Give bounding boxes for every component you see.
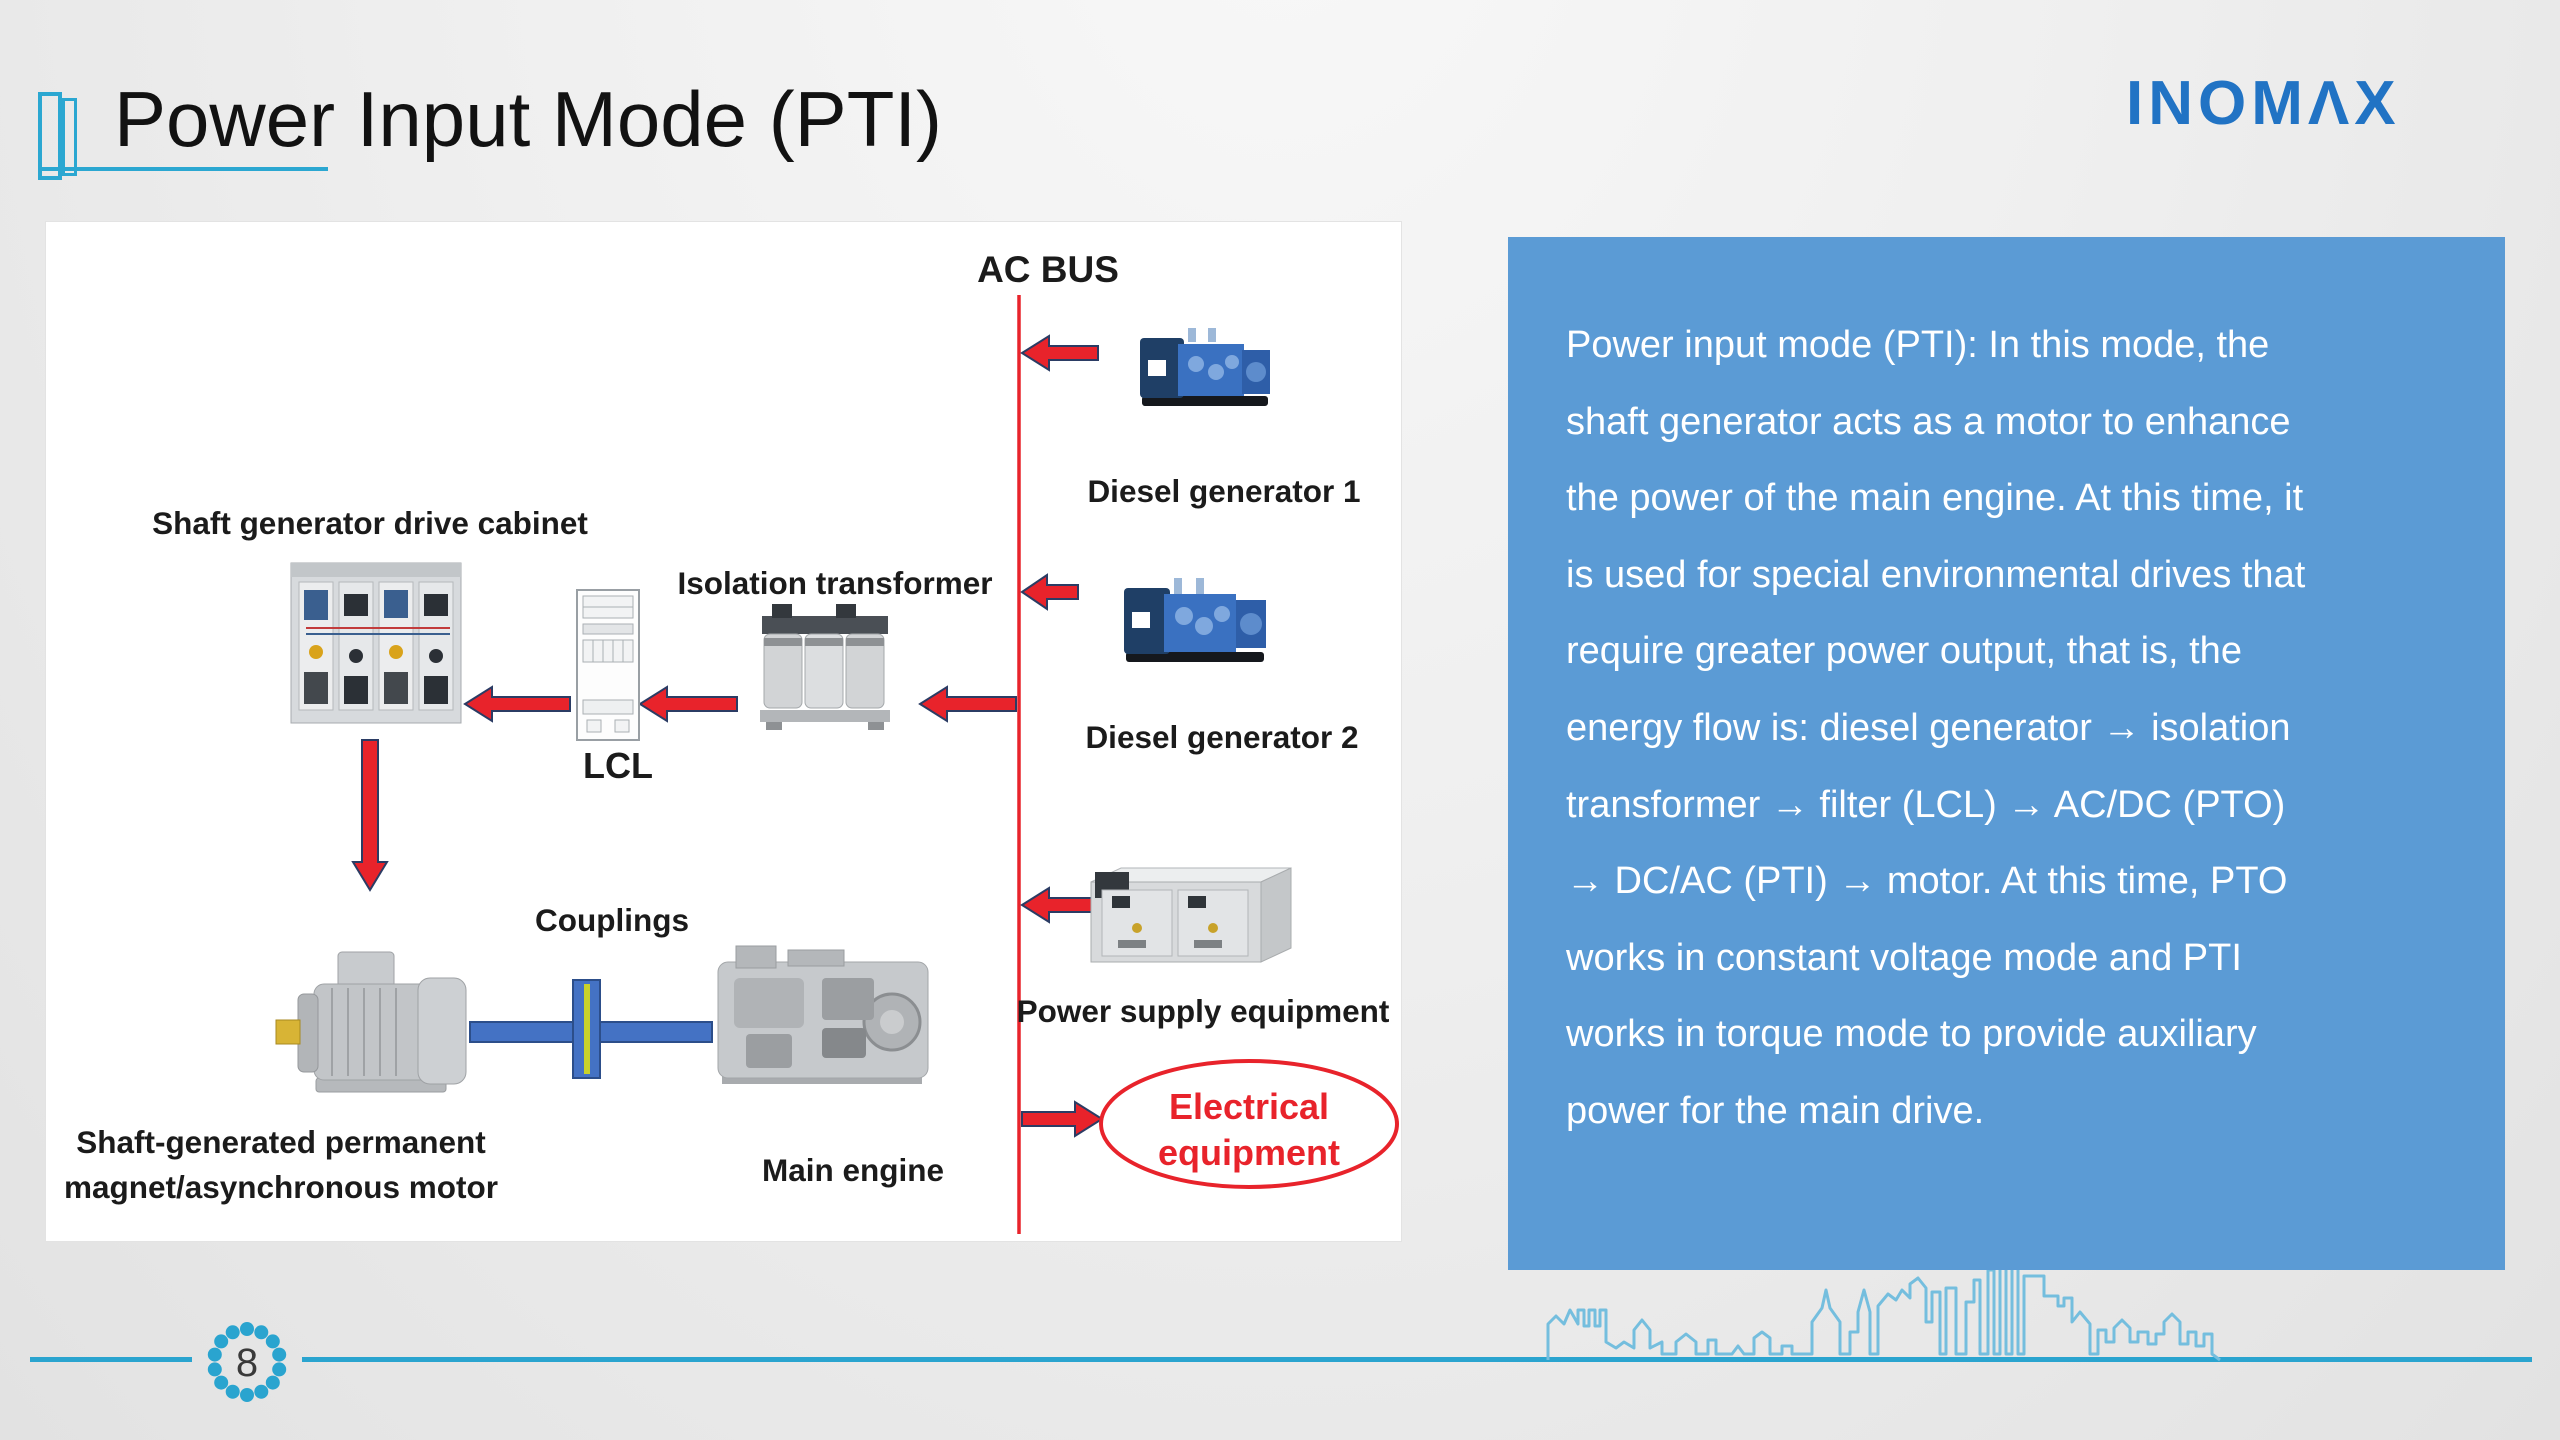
lcl-filter-image <box>576 589 640 741</box>
city-skyline-icon <box>1546 1264 2221 1362</box>
diesel-generator-1-label: Diesel generator 1 <box>1087 473 1360 509</box>
title-accent-bar-icon <box>38 92 62 180</box>
page-number-badge: 8 <box>207 1322 287 1402</box>
electrical-equipment-label-line2: equipment <box>1158 1132 1340 1173</box>
info-line: require greater power output, that is, t… <box>1566 630 2242 673</box>
arrow-powersupply-to-bus-icon <box>1020 886 1097 924</box>
page-title: Power Input Mode (PTI) <box>114 75 942 163</box>
info-line: works in torque mode to provide auxiliar… <box>1566 1013 2257 1056</box>
arrow-bus-to-electrical-icon <box>1021 1100 1104 1138</box>
diagram-panel: AC BUS <box>46 222 1401 1241</box>
electrical-equipment-label-line1: Electrical <box>1169 1086 1329 1127</box>
diesel-generator-2-image <box>1124 578 1266 662</box>
lcl-label: LCL <box>583 745 653 786</box>
dotted-ring-icon <box>207 1322 287 1402</box>
arrow-gen1-to-bus-icon <box>1020 334 1099 372</box>
arrow-bus-to-transformer-icon <box>918 685 1017 723</box>
info-panel: Power input mode (PTI): In this mode, th… <box>1508 237 2505 1270</box>
power-supply-equipment-image <box>1090 867 1292 963</box>
ac-bus-label: AC BUS <box>977 249 1119 290</box>
electrical-equipment-ellipse <box>1099 1059 1399 1189</box>
main-engine-label: Main engine <box>762 1152 944 1188</box>
drive-cabinet-label: Shaft generator drive cabinet <box>152 505 588 541</box>
shaft-motor-label-line2: magnet/asynchronous motor <box>64 1169 498 1205</box>
drive-cabinet-image <box>290 562 462 724</box>
main-engine-image <box>717 945 929 1084</box>
title-underline <box>38 167 328 171</box>
footer-rule-right <box>302 1357 2532 1362</box>
info-line: Power input mode (PTI): In this mode, th… <box>1566 324 2270 366</box>
couplings-label: Couplings <box>535 902 689 938</box>
power-system-diagram: AC BUS <box>64 249 1399 1234</box>
info-line: is used for special environmental drives… <box>1566 553 2306 596</box>
info-line: works in constant voltage mode and PTI <box>1566 936 2242 979</box>
arrow-gen2-to-bus-icon <box>1020 573 1079 611</box>
footer-rule-left <box>30 1357 192 1362</box>
info-line: power for the main drive. <box>1566 1089 1985 1132</box>
info-line: energy flow is: diesel generator → isola… <box>1566 706 2291 749</box>
info-paragraph: Power input mode (PTI): In this mode, th… <box>1566 307 2475 1150</box>
power-supply-equipment-label: Power supply equipment <box>1017 993 1390 1029</box>
diesel-generator-2-label: Diesel generator 2 <box>1085 719 1358 755</box>
info-line: transformer → filter (LCL) → AC/DC (PTO) <box>1566 783 2286 826</box>
info-line: → DC/AC (PTI) → motor. At this time, PTO <box>1566 860 2288 903</box>
isolation-transformer-image <box>760 604 890 730</box>
isolation-transformer-label: Isolation transformer <box>677 565 992 601</box>
diesel-generator-1-image <box>1140 328 1270 406</box>
info-line: the power of the main engine. At this ti… <box>1566 477 2304 520</box>
page-number: 8 <box>236 1341 258 1385</box>
shaft-motor-image <box>275 951 467 1093</box>
shaft-motor-label-line1: Shaft-generated permanent <box>76 1124 486 1160</box>
info-line: shaft generator acts as a motor to enhan… <box>1566 400 2291 443</box>
inomax-logo: INOMΛX <box>2126 69 2401 138</box>
title-accent-bar2-icon <box>62 98 77 176</box>
arrow-transformer-to-lcl-icon <box>638 685 738 723</box>
arrow-lcl-to-cabinet-icon <box>463 685 571 723</box>
arrow-cabinet-to-motor-icon <box>351 739 389 892</box>
coupling-image <box>469 979 713 1079</box>
